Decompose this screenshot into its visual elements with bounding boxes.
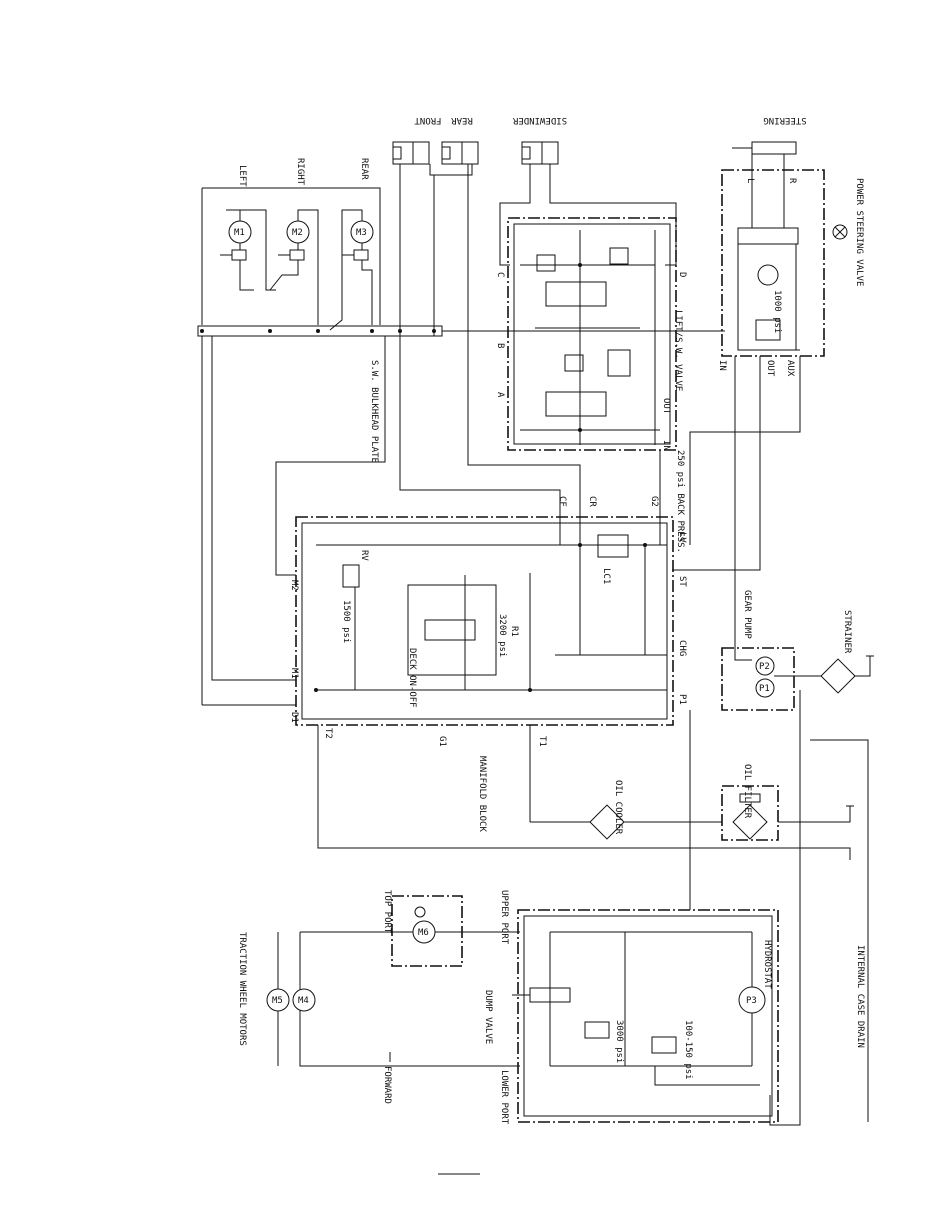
label-forward: FORWARD [382, 1066, 392, 1104]
label-psi-1000: 1000 psi [772, 290, 782, 333]
label-rear: REAR [359, 158, 369, 180]
label-m5: M5 [272, 996, 283, 1006]
label-port-c: C [495, 272, 505, 277]
pump-p2-icon [755, 656, 775, 676]
label-manifold: MANIFOLD BLOCK [477, 756, 487, 832]
label-right: RIGHT [295, 158, 305, 186]
sidewinder-cylinder [521, 141, 559, 165]
label-sidewinder: SIDEWINDER [512, 115, 567, 125]
label-out-lift: OUT [661, 398, 671, 415]
supply-lines [659, 356, 801, 661]
label-bulkhead: S.W. BULKHEAD PLATE [369, 360, 379, 463]
label-rv: RV [359, 550, 369, 561]
label-t2: T2 [323, 728, 333, 739]
hydrostat-block: P3 [512, 909, 779, 1123]
label-case-drain: INTERNAL CASE DRAIN [855, 945, 865, 1048]
label-psi-1500: 1500 psi [341, 600, 351, 643]
label-d1: D1 [289, 712, 299, 723]
top-port-block: M6 [391, 895, 463, 967]
label-lift-valve: LIFT/S.W. VALVE [673, 310, 683, 391]
label-m2-port: M2 [289, 580, 299, 591]
label-t1: T1 [537, 736, 547, 747]
return-lines [201, 336, 869, 1126]
rear-cylinder [441, 141, 479, 165]
label-steering: STEERING [763, 115, 806, 125]
label-psi-100-150: 100-150 psi [683, 1020, 693, 1080]
label-hydrostat: HYDROSTAT [762, 940, 772, 989]
label-lower-port: LOWER PORT [499, 1070, 509, 1125]
cylinder-lines [399, 164, 677, 545]
label-m1-motor: M1 [234, 228, 245, 238]
label-deck: DECK ON-OFF [407, 648, 417, 708]
label-steer-r: R [787, 178, 797, 184]
strainer [820, 655, 874, 694]
cylinder-group [392, 141, 797, 165]
label-p1-pump: P1 [759, 684, 770, 694]
label-g1: G1 [437, 736, 447, 747]
label-port-a: A [495, 392, 505, 398]
label-steer-in: IN [717, 360, 727, 371]
label-m4: M4 [298, 996, 309, 1006]
label-cr: CR [587, 496, 597, 507]
pump-p1-icon [755, 678, 775, 698]
label-cf: CF [557, 496, 567, 507]
deck-motors: M1 M2 M3 [201, 187, 381, 331]
label-top-port: TOP PORT [382, 890, 392, 934]
label-left: LEFT [237, 165, 247, 187]
label-dump-valve: DUMP VALVE [483, 990, 493, 1044]
steering-block [721, 154, 848, 357]
label-steer-l: L [745, 178, 755, 183]
oil-filter [721, 785, 779, 841]
label-rear-top: REAR [451, 115, 473, 125]
label-upper-port: UPPER PORT [499, 890, 509, 945]
label-port-b: B [495, 343, 505, 348]
manifold-block [295, 516, 674, 726]
steering-cylinder [732, 141, 797, 155]
label-g2: G2 [649, 496, 659, 507]
label-m1-port: M1 [289, 668, 299, 679]
label-gear-pump: GEAR PUMP [742, 590, 752, 639]
motor-m6-icon [412, 920, 436, 944]
label-p3: P3 [746, 996, 757, 1006]
label-psi-3200: 3200 psi [497, 614, 507, 657]
label-in-lift: IN [661, 440, 671, 451]
label-steer-out: OUT [765, 360, 775, 377]
label-power-steering: POWER STEERING VALVE [854, 178, 864, 286]
label-steer-aux: AUX [785, 360, 795, 377]
oil-cooler [589, 804, 625, 840]
label-lv: LV [677, 532, 687, 543]
traction-motors: M5 M4 [266, 931, 520, 1067]
label-oil-cooler: OIL COOLER [613, 780, 623, 835]
label-strainer: STRAINER [842, 610, 852, 654]
label-front: FRONT [414, 115, 442, 125]
label-st: ST [677, 576, 687, 587]
lift-valve-block [507, 217, 677, 451]
label-m2-motor: M2 [292, 228, 303, 238]
label-traction: TRACTION WHEEL MOTORS [237, 932, 247, 1046]
label-oil-filter: OIL FILTER [742, 764, 752, 819]
bulkhead-plate [197, 325, 725, 337]
label-back-press: 250 psi BACK PRESS. [675, 450, 685, 553]
motor-m4-icon [292, 988, 316, 1012]
front-cylinder [392, 141, 430, 165]
label-m3-motor: M3 [356, 228, 367, 238]
label-port-d: D [677, 272, 687, 277]
gear-pump: P2 P1 [721, 647, 822, 711]
spool-valve-lower [545, 391, 607, 417]
label-r1: R1 [509, 626, 519, 637]
label-p1: P1 [677, 694, 687, 705]
spool-valve-upper [545, 281, 607, 307]
label-p2: P2 [759, 662, 770, 672]
label-lc1: LC1 [601, 568, 611, 584]
deck-valve-box [407, 584, 497, 676]
label-m6: M6 [418, 928, 429, 938]
label-chg: CHG [677, 640, 687, 656]
label-psi-3000: 3000 psi [614, 1020, 624, 1063]
steering-pump-icon [757, 264, 779, 286]
